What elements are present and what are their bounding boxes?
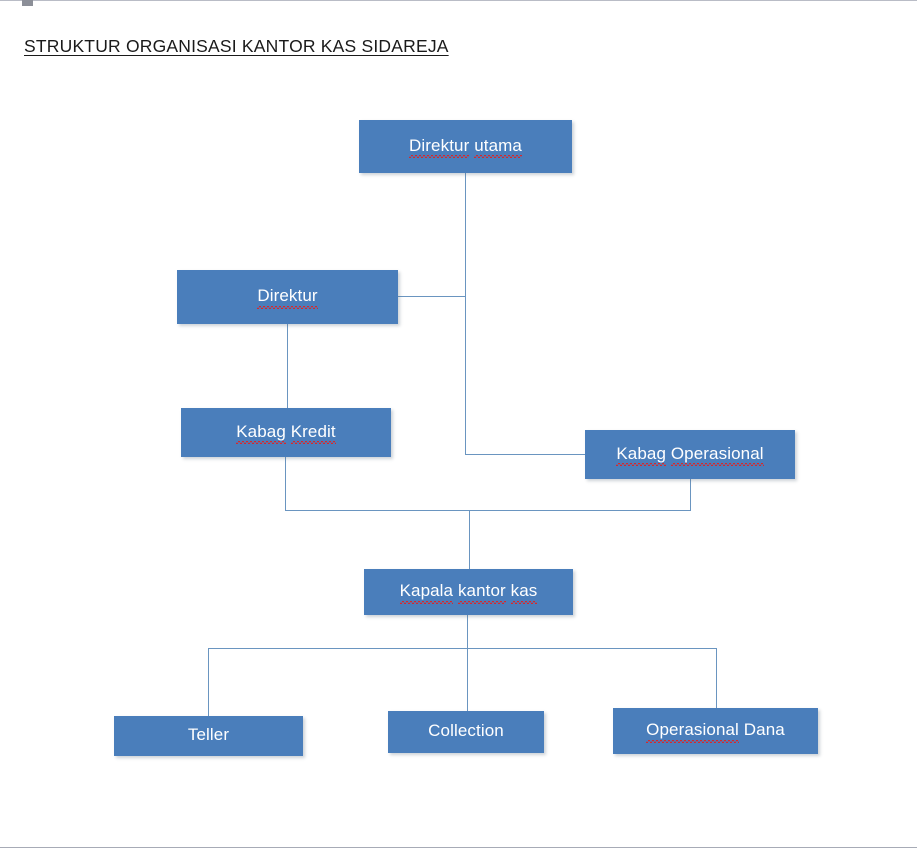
connector-fanout-to-operasional-dana <box>716 648 717 708</box>
org-node-kapala-kantor-kas-label: Kapala kantor kas <box>399 581 538 604</box>
org-node-operasional-dana[interactable]: Operasional Dana <box>613 708 818 754</box>
org-node-kabag-operasional[interactable]: Kabag Operasional <box>585 430 795 479</box>
page-top-border <box>0 0 917 1</box>
connector-fanout-to-teller <box>208 648 209 716</box>
connector-direktur-utama-trunk <box>465 173 466 455</box>
org-node-kapala-kantor-kas[interactable]: Kapala kantor kas <box>364 569 573 615</box>
page-title: STRUKTUR ORGANISASI KANTOR KAS SIDAREJA <box>24 36 449 56</box>
connector-merge-to-kapala-kantor-kas <box>469 510 470 569</box>
connector-fanout-bar <box>208 648 716 649</box>
connector-kabag-operasional-drop <box>690 479 691 510</box>
org-node-direktur-utama[interactable]: Direktur utama <box>359 120 572 173</box>
org-node-teller-label: Teller <box>187 725 230 745</box>
connector-direktur-utama-to-kabag-operasional <box>465 454 586 455</box>
connector-direktur-utama-to-direktur <box>398 296 466 297</box>
page-corner-marker <box>22 0 33 6</box>
connector-fanout-to-collection <box>467 648 468 711</box>
org-node-collection-label: Collection <box>428 721 504 741</box>
connector-kapala-kantor-kas-drop <box>467 615 468 649</box>
org-node-direktur-utama-label: Direktur utama <box>409 135 522 158</box>
org-node-kabag-operasional-label: Kabag Operasional <box>616 443 764 466</box>
org-node-direktur-label: Direktur <box>257 286 318 309</box>
connector-merge-bar-to-kapala <box>285 510 691 511</box>
org-node-teller[interactable]: Teller <box>114 716 303 756</box>
org-node-kabag-kredit-label: Kabag Kredit <box>236 421 336 444</box>
org-node-operasional-dana-label: Operasional Dana <box>646 720 785 743</box>
connector-kabag-kredit-drop <box>285 457 286 510</box>
page-bottom-border <box>0 847 917 848</box>
connector-direktur-to-kabag-kredit <box>287 324 288 408</box>
org-node-direktur[interactable]: Direktur <box>177 270 398 324</box>
org-node-collection[interactable]: Collection <box>388 711 544 753</box>
org-node-kabag-kredit[interactable]: Kabag Kredit <box>181 408 391 457</box>
